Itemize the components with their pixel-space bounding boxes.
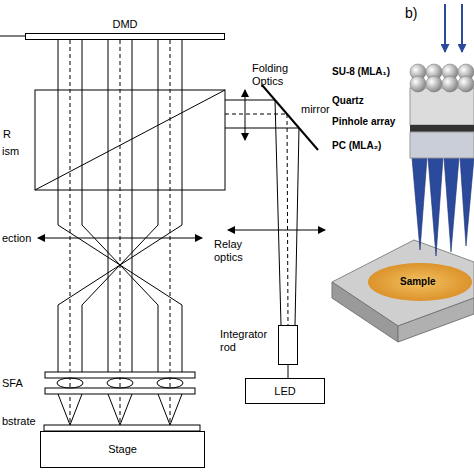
- node-label: DMD: [26, 18, 224, 31]
- node-label: Stage: [108, 443, 137, 456]
- part-label: SFA: [2, 377, 23, 390]
- part-label: SU-8 (MLA₁): [332, 66, 390, 78]
- part-label: PC (MLA₂): [332, 140, 381, 152]
- part-label: ism: [2, 145, 19, 158]
- part-label: mirror: [301, 103, 330, 116]
- part-label: Folding Optics: [252, 62, 298, 88]
- stage-box: Stage: [40, 431, 205, 468]
- led-box: LED: [245, 378, 325, 404]
- part-label: Pinhole array: [332, 116, 395, 128]
- dmd-plate: DMD: [25, 33, 225, 40]
- part-label: bstrate: [2, 415, 36, 428]
- part-label: R: [3, 128, 11, 141]
- node-label: LED: [274, 385, 295, 398]
- part-label: ection: [2, 232, 31, 245]
- panel-letter: b): [405, 5, 417, 21]
- node-label: Integrator rod: [220, 328, 274, 354]
- part-label: Sample: [400, 276, 436, 288]
- integrator-rod: Integrator rod: [278, 325, 298, 365]
- part-label: Quartz: [332, 95, 364, 107]
- part-label: Relay optics: [214, 238, 254, 264]
